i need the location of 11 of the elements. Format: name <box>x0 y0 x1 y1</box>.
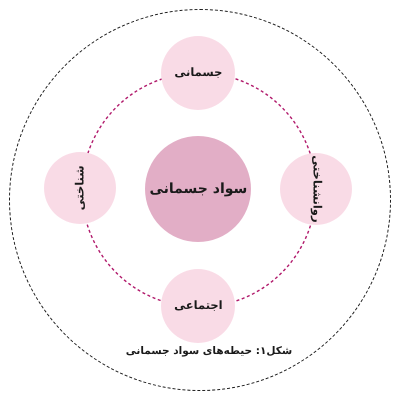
figure-caption: شکل۱: حیطه‌های سواد جسمانی <box>126 345 292 357</box>
domain-circle: اجتماعی <box>161 269 236 344</box>
domain-circle: روانشناختی <box>280 153 352 226</box>
central-circle: سواد جسمانی <box>145 136 252 242</box>
dotted-connector <box>235 225 312 302</box>
dashed-boundary-circle <box>9 9 391 391</box>
dotted-connector <box>235 78 312 155</box>
dotted-connector <box>87 78 163 154</box>
dotted-connector <box>86 224 163 302</box>
domain-circle: شناختی <box>44 152 116 224</box>
domain-circle: جسمانی <box>161 36 236 110</box>
